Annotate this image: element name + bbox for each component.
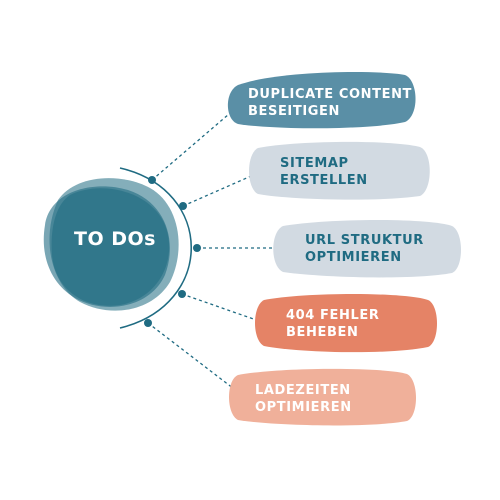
center-blob bbox=[43, 178, 179, 311]
task-line1: SITEMAP bbox=[280, 156, 349, 171]
task-blob-ladezeiten bbox=[229, 368, 416, 426]
task-line1: DUPLICATE CONTENT bbox=[248, 87, 413, 102]
task-line2: OPTIMIEREN bbox=[255, 400, 352, 415]
task-line2: BESEITIGEN bbox=[248, 104, 341, 119]
task-duplicate-content: DUPLICATE CONTENT BESEITIGEN bbox=[248, 86, 412, 120]
task-blob-url-struktur bbox=[273, 220, 461, 278]
task-404-fehler: 404 FEHLER BEHEBEN bbox=[286, 307, 379, 341]
task-blob-404-fehler bbox=[255, 294, 437, 353]
task-sitemap: SITEMAP ERSTELLEN bbox=[280, 155, 368, 189]
task-line1: 404 FEHLER bbox=[286, 308, 380, 323]
task-ladezeiten: LADEZEITEN OPTIMIEREN bbox=[255, 382, 352, 416]
task-line1: LADEZEITEN bbox=[255, 383, 351, 398]
task-line2: ERSTELLEN bbox=[280, 173, 368, 188]
center-title: TO DOs bbox=[74, 228, 156, 250]
connector-lines bbox=[147, 107, 282, 393]
connector-nodes bbox=[144, 176, 201, 327]
task-line2: OPTIMIEREN bbox=[305, 250, 402, 265]
task-blob-sitemap bbox=[249, 141, 430, 200]
task-line2: BEHEBEN bbox=[286, 325, 359, 340]
task-url-struktur: URL STRUKTUR OPTIMIEREN bbox=[305, 232, 424, 266]
task-line1: URL STRUKTUR bbox=[305, 233, 424, 248]
task-blob-duplicate-content bbox=[227, 72, 416, 129]
